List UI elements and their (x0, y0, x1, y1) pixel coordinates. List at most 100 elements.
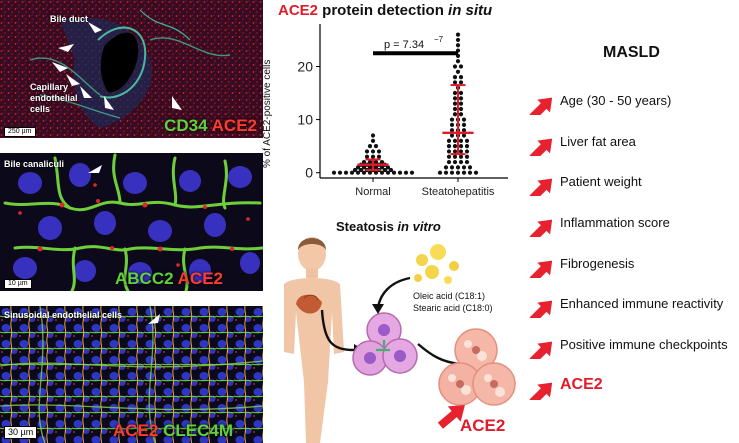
data-point (458, 64, 464, 69)
data-point (403, 170, 409, 175)
micrograph-abcc2-ace2: Bile canaliculi 10 µm ABCC2 ACE2 (0, 153, 263, 291)
p-value-exponent: −7 (434, 35, 444, 44)
data-point (349, 170, 355, 175)
data-point (455, 43, 461, 48)
data-point (376, 154, 382, 159)
data-point (452, 64, 458, 69)
data-point (355, 170, 361, 175)
data-point (473, 170, 479, 175)
masld-title: MASLD (603, 44, 660, 61)
data-point (461, 128, 467, 133)
data-point (373, 159, 379, 165)
data-point (388, 167, 394, 173)
data-point (437, 170, 443, 175)
increase-arrow-icon (437, 405, 465, 429)
data-point (446, 144, 452, 149)
data-point (379, 165, 385, 170)
data-point (464, 138, 470, 143)
masld-item: Enhanced immune reactivity (522, 283, 728, 324)
scale-bar-250: 250 µm (4, 127, 36, 137)
data-point (455, 170, 461, 175)
data-point (455, 32, 461, 37)
data-point (343, 170, 349, 175)
data-point (385, 165, 391, 170)
y-tick-label: 10 (297, 112, 313, 128)
micrograph-cd34-ace2: Bile duct Capillary endothelial cells 25… (0, 0, 263, 138)
data-point (449, 117, 455, 122)
data-point (379, 170, 385, 175)
data-point (370, 138, 376, 143)
increase-arrow-icon (529, 138, 552, 156)
data-point (370, 133, 376, 138)
data-point (458, 149, 464, 154)
label-sinusoidal: Sinusoidal endothelial cells (4, 310, 123, 320)
micrograph-image-3 (0, 306, 263, 443)
increase-arrow-icon (529, 219, 552, 238)
data-point (409, 170, 415, 175)
data-point (455, 69, 461, 74)
masld-item-label: ACE2 (560, 376, 603, 394)
y-tick-label: 0 (305, 165, 313, 181)
data-point (452, 80, 458, 85)
data-point (452, 90, 458, 96)
label-oleic-acid: Oleic acid (C18:1) (413, 291, 486, 301)
increase-arrow-icon (529, 382, 552, 400)
masld-item-label: Enhanced immune reactivity (560, 296, 724, 312)
masld-item: Age (30 - 50 years) (522, 80, 728, 121)
arrow-icon (88, 165, 102, 173)
increase-arrow-icon (529, 260, 552, 278)
data-point (452, 101, 458, 106)
data-point (452, 144, 458, 149)
data-point (361, 165, 367, 170)
masld-item: Positive immune checkpoints (522, 324, 728, 365)
arrow-icon (66, 74, 80, 86)
scale-bar-30: 30 µm (4, 426, 38, 439)
x-tick-label: Normal (355, 186, 390, 198)
arrow-icon (172, 96, 182, 110)
data-point (452, 159, 458, 165)
masld-item-label: Patient weight (560, 174, 642, 190)
data-point (461, 133, 467, 138)
masld-item: Liver fat area (522, 121, 728, 162)
data-point (461, 122, 467, 127)
data-point (467, 165, 473, 170)
data-point (379, 159, 385, 165)
data-point (449, 133, 455, 138)
data-point (370, 149, 376, 154)
vitro-result-ace2: ACE2 (460, 416, 506, 435)
micrograph-image-2 (0, 153, 263, 291)
masld-item-label: Positive immune checkpoints (560, 336, 728, 352)
data-point (464, 149, 470, 154)
data-point (452, 154, 458, 159)
data-point (452, 96, 458, 101)
data-point (455, 59, 461, 64)
label-capillary-endothelial: Capillary endothelial cells (30, 82, 78, 114)
data-point (370, 154, 376, 159)
arrow-icon (88, 22, 102, 33)
y-tick-label: 20 (297, 58, 313, 74)
data-point (464, 159, 470, 165)
steatosis-illustration (284, 237, 516, 443)
vitro-title: Steatosis in vitro (336, 219, 441, 234)
data-point (367, 144, 373, 149)
increase-arrow-icon (529, 97, 552, 115)
masld-item-label: Liver fat area (560, 133, 636, 149)
data-point (461, 117, 467, 122)
increase-arrow-icon (529, 301, 552, 319)
data-point (458, 96, 464, 101)
human-figure-icon (284, 237, 344, 443)
data-point (464, 154, 470, 159)
data-point (455, 37, 461, 43)
data-point (461, 170, 467, 175)
masld-item-label: Inflammation score (560, 214, 670, 230)
steatotic-cells-icon (438, 328, 516, 406)
label-bile-canaliculi: Bile canaliculi (4, 159, 65, 169)
data-point (373, 144, 379, 149)
data-point (458, 154, 464, 159)
plot-title: ACE2 protein detection in situ (278, 2, 493, 19)
label-bile-duct: Bile duct (50, 14, 89, 24)
data-point (367, 159, 373, 165)
data-point (361, 159, 367, 165)
increase-arrow-icon (529, 178, 552, 197)
